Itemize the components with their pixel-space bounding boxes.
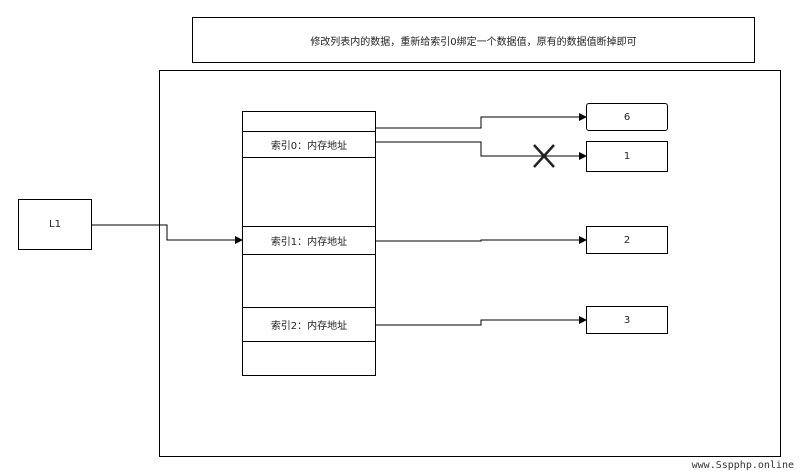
watermark: www.Sspphp.online (691, 460, 794, 471)
value-label: 3 (623, 314, 631, 326)
value-label: 2 (623, 234, 631, 246)
value-label: 1 (623, 151, 631, 162)
broken-link-x-icon (533, 144, 555, 168)
connector-slot2-to-value-3 (375, 316, 587, 326)
list-slot-label: 索引2：内存地址 (270, 321, 348, 332)
memory-frame (159, 70, 781, 457)
caption-box: 修改列表内的数据，重新给索引0绑定一个数据值，原有的数据值断掉即可 (192, 17, 755, 63)
value-box-2: 2 (586, 226, 668, 254)
connector-l1-to-slot1 (92, 224, 243, 244)
caption-text: 修改列表内的数据，重新给索引0绑定一个数据值，原有的数据值断掉即可 (310, 36, 637, 48)
variable-l1-box: L1 (18, 199, 92, 250)
value-box-1: 1 (586, 141, 668, 172)
value-label: 6 (623, 111, 631, 123)
connector-slot0-to-value-1 (375, 141, 587, 160)
list-slot-label: 索引0：内存地址 (270, 141, 348, 152)
list-slot-index-0: 索引0：内存地址 (242, 131, 376, 158)
list-slot-index-1: 索引1：内存地址 (242, 226, 376, 255)
list-slot-index-2: 索引2：内存地址 (242, 307, 376, 342)
list-slot-label: 索引1：内存地址 (270, 237, 348, 248)
connector-slot1-to-value-2 (375, 236, 587, 244)
variable-l1-label: L1 (49, 219, 61, 230)
value-box-3: 3 (586, 306, 668, 334)
connector-slot0-to-value-6 (375, 113, 587, 129)
value-box-6: 6 (586, 103, 668, 131)
